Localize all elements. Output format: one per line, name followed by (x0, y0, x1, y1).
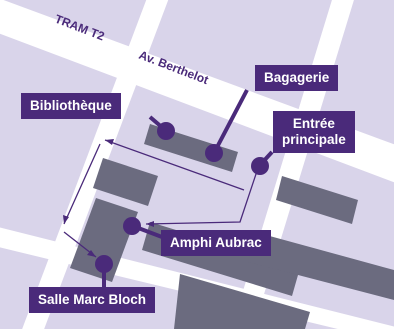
building-bottom (174, 274, 310, 329)
connector-bagagerie (212, 89, 249, 154)
marker-bagagerie[interactable] (205, 144, 223, 162)
arrowhead-amphi (146, 221, 154, 227)
marker-salle[interactable] (95, 255, 113, 273)
building-right-upper (276, 176, 358, 224)
markers (95, 122, 269, 273)
label-bagagerie-text: Bagagerie (264, 70, 330, 85)
label-bagagerie[interactable]: Bagagerie (255, 65, 339, 92)
building-left-block (93, 158, 158, 206)
label-amphi[interactable]: Amphi Aubrac (161, 230, 271, 257)
route-to-bibliotheque (104, 139, 245, 191)
label-entree-line1: Entrée (292, 116, 335, 131)
arrowhead-bibliotheque (105, 139, 114, 145)
arrowhead-salle (87, 250, 96, 257)
label-bibliotheque[interactable]: Bibliothèque (21, 93, 121, 120)
label-bibliotheque-text: Bibliothèque (30, 98, 112, 113)
building-left-wing (70, 198, 138, 282)
marker-entree[interactable] (251, 157, 269, 175)
route-arrows (63, 139, 259, 258)
marker-bibliotheque[interactable] (157, 122, 175, 140)
label-salle-text: Salle Marc Bloch (38, 292, 147, 307)
label-entree[interactable]: Entrée principale (273, 111, 355, 154)
street-left-vertical (22, 0, 169, 329)
route-down-left (63, 143, 101, 225)
arrowhead-down-left (63, 215, 69, 224)
buildings (70, 124, 394, 329)
building-right-mid (248, 232, 394, 300)
label-salle[interactable]: Salle Marc Bloch (29, 287, 156, 314)
route-to-amphi (145, 167, 259, 225)
marker-amphi[interactable] (123, 217, 141, 235)
label-amphi-text: Amphi Aubrac (170, 235, 262, 250)
label-entree-line2: principale (282, 132, 346, 148)
